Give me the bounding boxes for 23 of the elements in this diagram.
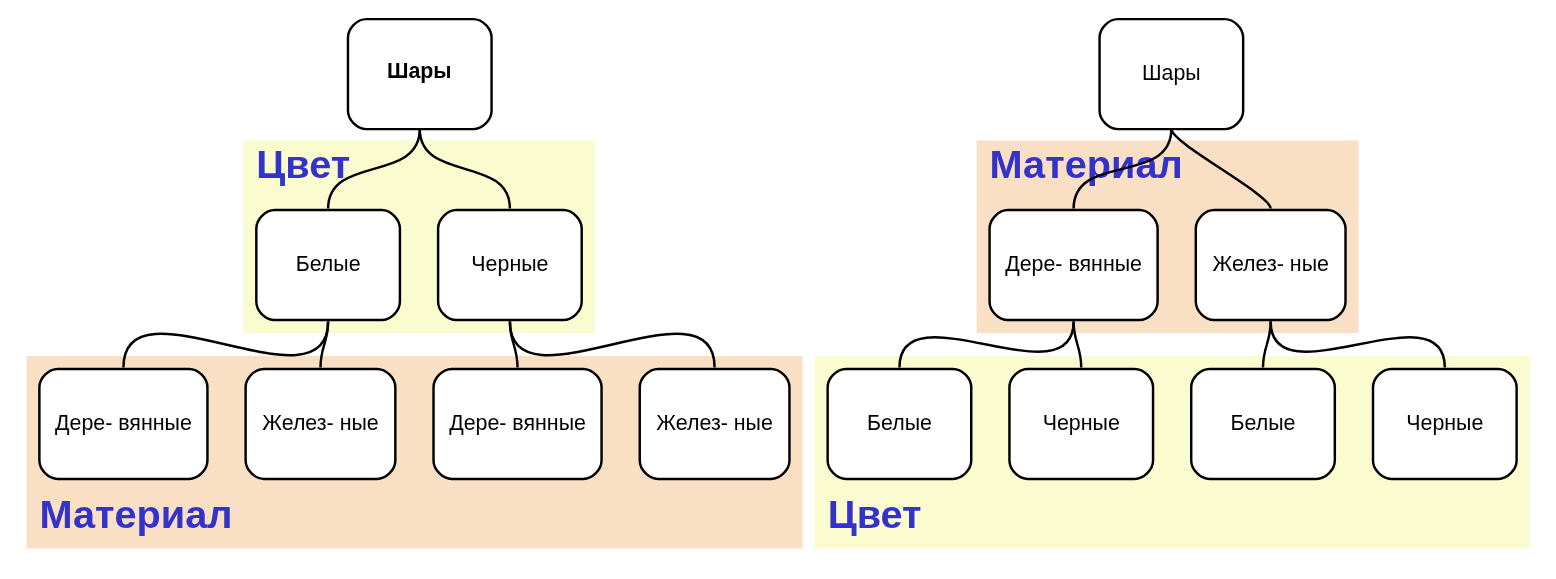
connector bbox=[122, 321, 330, 368]
node-box: Белые bbox=[826, 367, 973, 481]
node-box: Желез- ные bbox=[1194, 208, 1347, 322]
node-box: Белые bbox=[255, 208, 402, 322]
node-box: Черные bbox=[1008, 367, 1155, 481]
node-box: Дере- вянные bbox=[432, 367, 603, 481]
connector bbox=[1072, 321, 1083, 368]
node-box: Черные bbox=[1371, 367, 1518, 481]
node-box: Черные bbox=[436, 208, 583, 322]
node-box: Дере- вянные bbox=[988, 208, 1159, 322]
node-box: Дере- вянные bbox=[38, 367, 209, 481]
node-box: Желез- ные bbox=[244, 367, 397, 481]
node-box: Белые bbox=[1190, 367, 1337, 481]
connector bbox=[1170, 128, 1272, 210]
connector bbox=[508, 321, 716, 368]
node-box: Шары bbox=[1098, 17, 1245, 131]
connector bbox=[418, 128, 512, 209]
connector bbox=[1269, 321, 1446, 368]
node-box: Шары bbox=[346, 17, 493, 131]
connector bbox=[326, 128, 421, 209]
node-box: Желез- ные bbox=[638, 367, 791, 481]
connector bbox=[1261, 321, 1272, 368]
connector bbox=[319, 321, 330, 368]
